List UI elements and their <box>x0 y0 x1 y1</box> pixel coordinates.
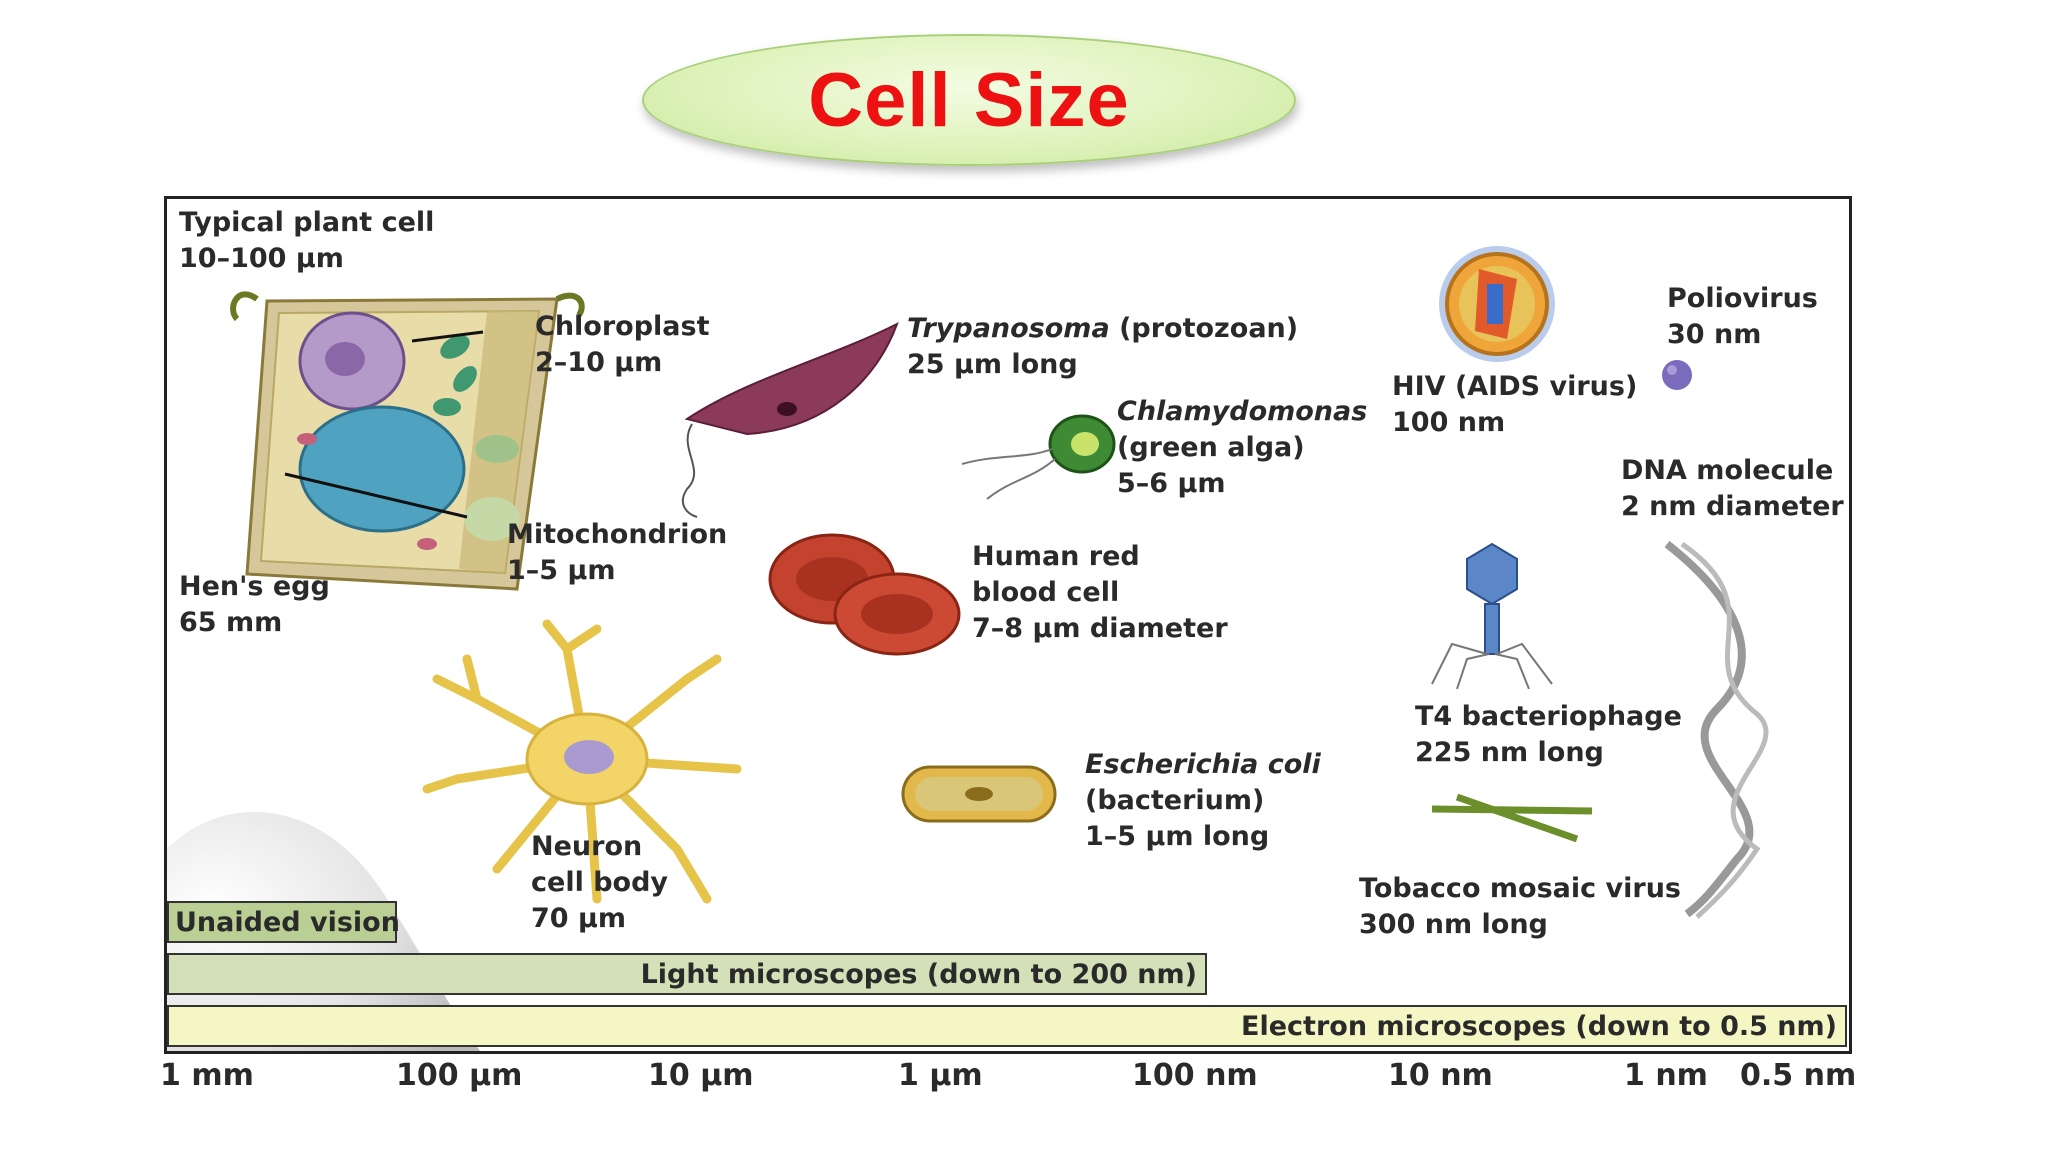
red-blood-cell-illustration <box>768 533 961 656</box>
t4-bacteriophage-illustration <box>1431 542 1553 689</box>
label-hens-egg: Hen's egg 65 mm <box>179 571 330 638</box>
unaided-vision-bar: Unaided vision <box>167 901 400 943</box>
label-poliovirus: Poliovirus 30 nm <box>1667 283 1818 350</box>
scale-tick-10nm: 10 nm <box>1388 1058 1493 1093</box>
chlamydomonas-illustration <box>961 414 1116 500</box>
label-chlamydomonas: Chlamydomonas (green alga) 5–6 µm <box>1117 396 1368 499</box>
label-neuron: Neuron cell body 70 µm <box>531 831 669 934</box>
trypanosoma-illustration <box>681 321 899 518</box>
label-t4: T4 bacteriophage 225 nm long <box>1415 701 1682 768</box>
scale-panel: Typical plant cell 10–100 µm Chloroplast… <box>164 196 1852 1054</box>
electron-microscopes-bar: Electron microscopes (down to 0.5 nm) <box>167 1005 1847 1047</box>
ecoli-illustration <box>901 765 1057 823</box>
scale-tick-1nm: 1 nm <box>1624 1058 1708 1093</box>
scale-tick-0-5nm: 0.5 nm <box>1740 1058 1857 1093</box>
page-title: Cell Size <box>808 57 1130 143</box>
scale-tick-1mm: 1 mm <box>160 1058 254 1093</box>
poliovirus-illustration <box>1662 360 1692 390</box>
scale-tick-100nm: 100 nm <box>1132 1058 1258 1093</box>
label-dna: DNA molecule 2 nm diameter <box>1621 455 1844 522</box>
label-tmv: Tobacco mosaic virus 300 nm long <box>1359 873 1681 940</box>
label-trypanosoma: Trypanosoma (protozoan) 25 µm long <box>907 313 1299 380</box>
label-mitochondrion: Mitochondrion 1–5 µm <box>507 519 728 586</box>
plant-cell-illustration <box>230 291 585 591</box>
leader-lines <box>284 330 484 519</box>
dna-molecule-illustration <box>1664 540 1769 919</box>
scale-tick-10um: 10 µm <box>648 1058 754 1093</box>
scale-tick-100um: 100 µm <box>396 1058 523 1093</box>
label-chloroplast: Chloroplast 2–10 µm <box>535 311 710 378</box>
title-pill: Cell Size <box>642 34 1296 166</box>
label-ecoli: Escherichia coli (bacterium) 1–5 µm long <box>1085 749 1321 852</box>
hiv-illustration <box>1439 246 1555 362</box>
neuron-illustration <box>422 619 742 904</box>
scale-tick-1um: 1 µm <box>898 1058 983 1093</box>
label-hiv: HIV (AIDS virus) 100 nm <box>1392 371 1638 438</box>
label-red-blood-cell: Human red blood cell 7–8 µm diameter <box>972 541 1228 644</box>
tobacco-mosaic-virus-illustration <box>1431 793 1593 843</box>
label-plant-cell: Typical plant cell 10–100 µm <box>179 207 435 274</box>
light-microscopes-bar: Light microscopes (down to 200 nm) <box>167 953 1207 995</box>
